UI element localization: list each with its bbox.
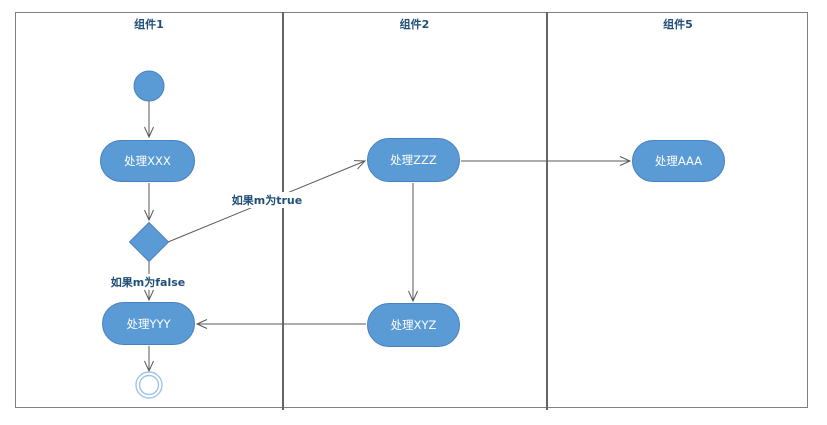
activity-node-xxx: 处理XXX xyxy=(100,140,195,182)
lane-divider-2 xyxy=(546,12,548,410)
activity-node-xyz: 处理XYZ xyxy=(367,303,460,347)
guard-label-m-false: 如果m为false xyxy=(108,274,188,290)
lane-title-component5: 组件5 xyxy=(663,18,693,31)
lane-divider-1 xyxy=(282,12,284,410)
lane-title-component1: 组件1 xyxy=(134,18,164,31)
guard-label-m-true: 如果m为true xyxy=(229,192,305,208)
decision-diamond xyxy=(128,221,170,263)
activity-node-aaa: 处理AAA xyxy=(632,140,725,182)
end-node xyxy=(135,371,163,399)
activity-node-zzz: 处理ZZZ xyxy=(367,138,460,182)
activity-node-yyy: 处理YYY xyxy=(102,302,195,345)
lane-title-component2: 组件2 xyxy=(399,18,430,31)
start-node xyxy=(133,70,165,102)
